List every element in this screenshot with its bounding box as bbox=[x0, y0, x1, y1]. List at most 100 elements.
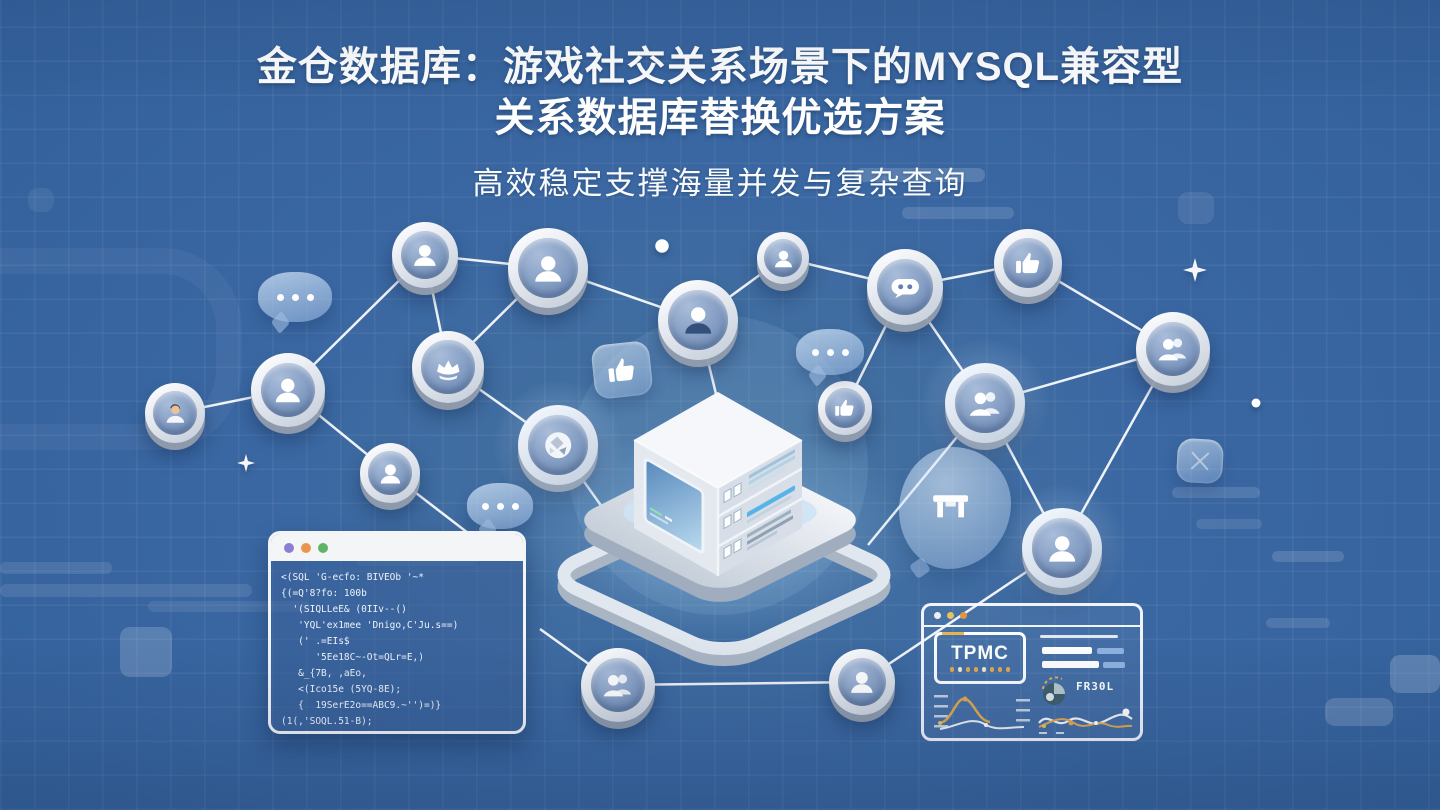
node-users bbox=[921, 339, 1049, 467]
user-dark-icon bbox=[668, 290, 728, 350]
chat-pill-icon bbox=[876, 258, 934, 316]
gauge-chart bbox=[1042, 676, 1065, 705]
node-users bbox=[1136, 312, 1210, 386]
small-dot-node bbox=[1250, 396, 1262, 408]
node-thumb bbox=[818, 381, 872, 435]
panel-dot bbox=[973, 667, 979, 672]
bubble-dot bbox=[306, 293, 314, 301]
users-icon bbox=[955, 373, 1015, 433]
light-streak bbox=[0, 584, 252, 597]
panel-dot bbox=[965, 667, 971, 672]
server-rack-units bbox=[718, 449, 802, 560]
code-content: <(SQL 'G-ecfo: BIVEOb '~* {(=Q'8?fo: 100… bbox=[281, 572, 459, 727]
subtitle: 高效稳定支撑海量并发与复杂查询 bbox=[472, 166, 968, 201]
bubble-dot bbox=[291, 293, 299, 301]
node-user bbox=[360, 443, 420, 503]
skeleton-bar bbox=[1042, 647, 1092, 654]
bubble-dot bbox=[841, 348, 849, 356]
window-dot bbox=[284, 542, 294, 553]
panel-dot bbox=[981, 667, 987, 672]
skeleton-bar-blue bbox=[1097, 648, 1124, 654]
light-streak bbox=[148, 601, 310, 612]
light-streak bbox=[902, 207, 1014, 219]
node-thumb bbox=[590, 340, 654, 400]
window-dot bbox=[301, 542, 311, 553]
node-user bbox=[757, 232, 809, 284]
tpmc-panel: TPMC bbox=[934, 632, 1026, 684]
bubble-dot bbox=[511, 502, 519, 510]
mosaic-icon bbox=[528, 415, 588, 475]
node-chat-pill bbox=[867, 249, 943, 325]
code-window-titlebar bbox=[271, 534, 523, 561]
thumb-icon bbox=[600, 350, 644, 390]
light-streak bbox=[1266, 618, 1330, 628]
x-pattern-icon bbox=[1185, 447, 1214, 474]
node-users bbox=[581, 648, 655, 722]
node-user-dark bbox=[658, 280, 738, 360]
glass-tile bbox=[1390, 655, 1440, 693]
bubble-dot bbox=[811, 348, 819, 356]
light-streak bbox=[1196, 519, 1262, 529]
glass-tile bbox=[120, 627, 172, 677]
tpmc-window-titlebar bbox=[924, 606, 1140, 627]
thumb-icon bbox=[1002, 237, 1054, 289]
skeleton-bar-blue bbox=[1103, 662, 1125, 668]
node-user bbox=[829, 649, 895, 715]
user-face-icon bbox=[152, 390, 198, 436]
glass-tile bbox=[1325, 698, 1393, 726]
window-dot bbox=[318, 542, 328, 553]
user-icon bbox=[367, 450, 413, 496]
node-crown bbox=[412, 331, 484, 403]
bubble-bench bbox=[899, 447, 1011, 569]
tpmc-panel-accent bbox=[942, 632, 964, 635]
sparkle-decoration bbox=[237, 454, 255, 472]
node-user-face bbox=[145, 383, 205, 443]
user-icon bbox=[837, 657, 887, 707]
bubble-dot bbox=[496, 502, 504, 510]
bubble-dot bbox=[481, 502, 489, 510]
bubble-dot bbox=[826, 348, 834, 356]
window-dot bbox=[934, 612, 941, 619]
tpmc-window-body: TPMC FR30L bbox=[924, 627, 1140, 738]
node-user bbox=[998, 484, 1126, 612]
user-icon bbox=[1032, 518, 1092, 578]
glass-tile bbox=[1178, 192, 1214, 224]
panel-dot bbox=[949, 667, 955, 672]
window-dot bbox=[960, 612, 967, 619]
title-line2: 关系数据库替换优选方案 bbox=[494, 96, 946, 140]
speech-bubble bbox=[796, 329, 864, 375]
panel-dot bbox=[989, 667, 995, 672]
mini-line-chart-left bbox=[934, 695, 1030, 730]
light-streak bbox=[1272, 551, 1344, 562]
panel-dot bbox=[1005, 667, 1011, 672]
users-icon bbox=[590, 657, 646, 713]
tpmc-panel-title: TPMC bbox=[951, 643, 1009, 665]
node-mosaic bbox=[494, 381, 622, 509]
user-icon bbox=[260, 362, 316, 418]
light-streak bbox=[1172, 487, 1260, 498]
node-x-pattern bbox=[1175, 437, 1225, 485]
window-dot bbox=[947, 612, 954, 619]
bubble-dot bbox=[276, 293, 284, 301]
node-thumb bbox=[994, 229, 1062, 297]
users-icon bbox=[1145, 321, 1201, 377]
node-user bbox=[392, 222, 458, 288]
panel-dot bbox=[997, 667, 1003, 672]
skeleton-bar bbox=[1042, 661, 1099, 668]
tpmc-panel-dots bbox=[949, 667, 1011, 672]
node-user bbox=[251, 353, 325, 427]
small-dot-node bbox=[653, 237, 671, 255]
glass-tile bbox=[28, 188, 54, 212]
light-streak bbox=[855, 168, 985, 182]
skeleton-line bbox=[1040, 635, 1118, 638]
user-icon bbox=[518, 238, 578, 298]
mini-line-chart-right bbox=[1038, 708, 1133, 734]
thumb-icon bbox=[825, 388, 865, 428]
network-edge bbox=[617, 680, 863, 687]
code-window: <(SQL 'G-ecfo: BIVEOb '~* {(=Q'8?fo: 100… bbox=[268, 531, 526, 734]
user-icon bbox=[763, 238, 803, 278]
sparkle-decoration bbox=[1183, 258, 1207, 282]
panel-dot bbox=[957, 667, 963, 672]
